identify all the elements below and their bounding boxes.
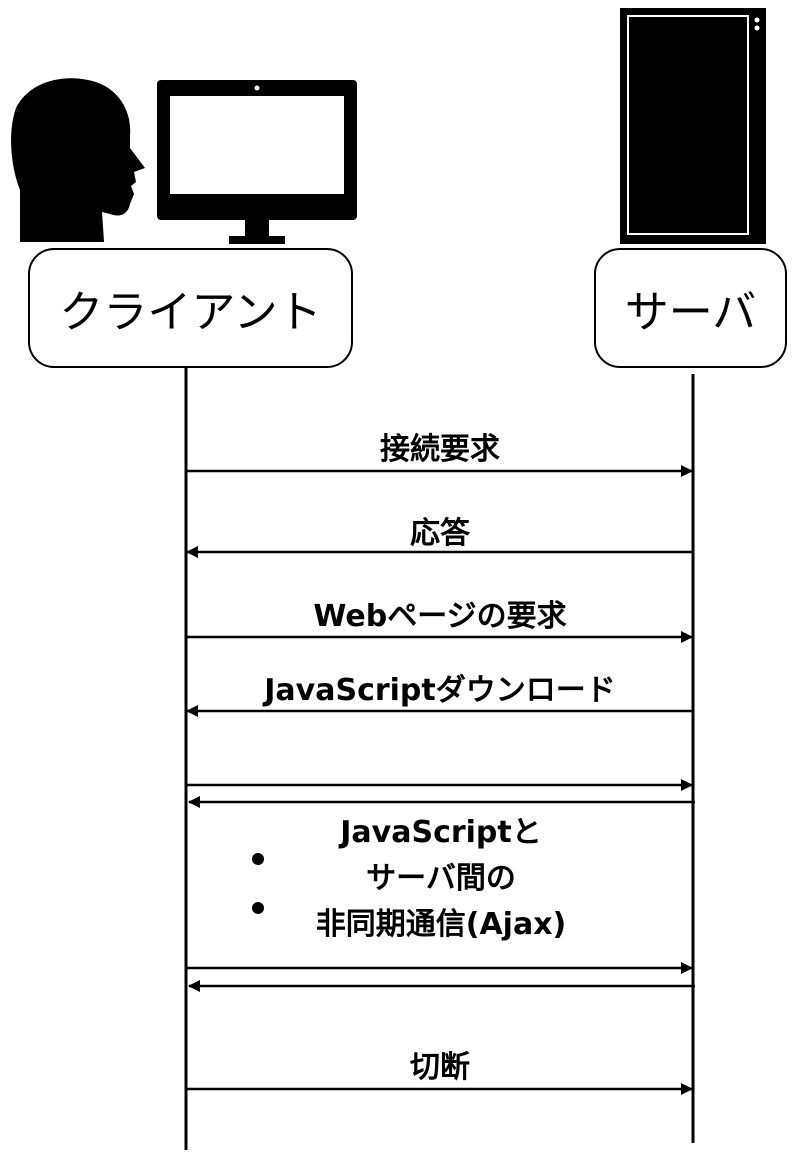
- continuation-dot: [252, 902, 264, 914]
- ajax-note-line: JavaScriptと: [340, 815, 542, 850]
- ajax-note: JavaScriptと サーバ間の 非同期通信(Ajax): [316, 810, 567, 948]
- message-label-javascript-download: JavaScriptダウンロード: [264, 673, 616, 708]
- ajax-note-line: 非同期通信(Ajax): [315, 907, 567, 942]
- monitor-icon: [157, 80, 357, 244]
- message-label-webpage-request: Webページの要求: [313, 599, 567, 634]
- message-label-disconnect: 切断: [410, 1050, 470, 1085]
- message-label-connect-request: 接続要求: [380, 432, 500, 467]
- continuation-dot: [252, 853, 264, 865]
- server-actor-box: サーバ: [594, 248, 787, 368]
- ajax-note-line: サーバ間の: [366, 861, 516, 896]
- client-label: クライアント: [59, 287, 322, 338]
- server-label: サーバ: [624, 287, 757, 338]
- client-actor-box: クライアント: [28, 248, 353, 368]
- server-tower-icon: [620, 8, 766, 244]
- person-silhouette-icon: [11, 78, 145, 243]
- message-label-response: 応答: [410, 516, 470, 551]
